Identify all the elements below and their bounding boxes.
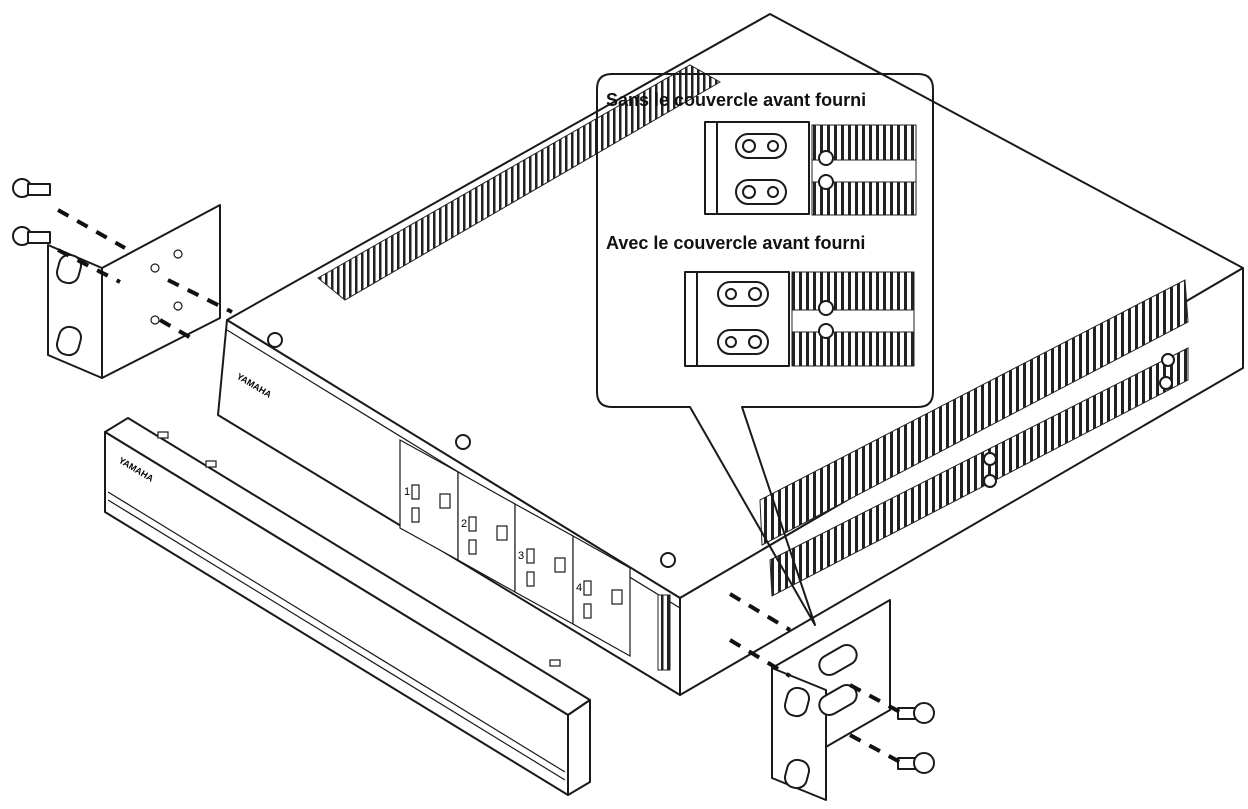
detail-callout <box>596 73 934 626</box>
front-cover: YAMAHA <box>104 417 591 796</box>
with-cover-label: Avec le couvercle avant fourni <box>606 233 866 253</box>
channel-3-label: 3 <box>518 550 524 562</box>
top-screws <box>267 332 1175 568</box>
channel-4-label: 4 <box>576 582 582 594</box>
left-rack-bracket <box>47 204 221 379</box>
left-screws <box>12 178 51 246</box>
without-cover-label: Sans le couvercle avant fourni <box>606 90 867 110</box>
channel-1-label: 1 <box>404 486 410 498</box>
channel-panels: 1 2 3 4 <box>399 438 631 658</box>
channel-2-label: 2 <box>461 518 467 530</box>
right-rack-bracket <box>771 599 891 801</box>
detail-without-cover <box>704 121 917 216</box>
detail-with-cover <box>684 271 915 367</box>
right-screws <box>897 702 935 774</box>
